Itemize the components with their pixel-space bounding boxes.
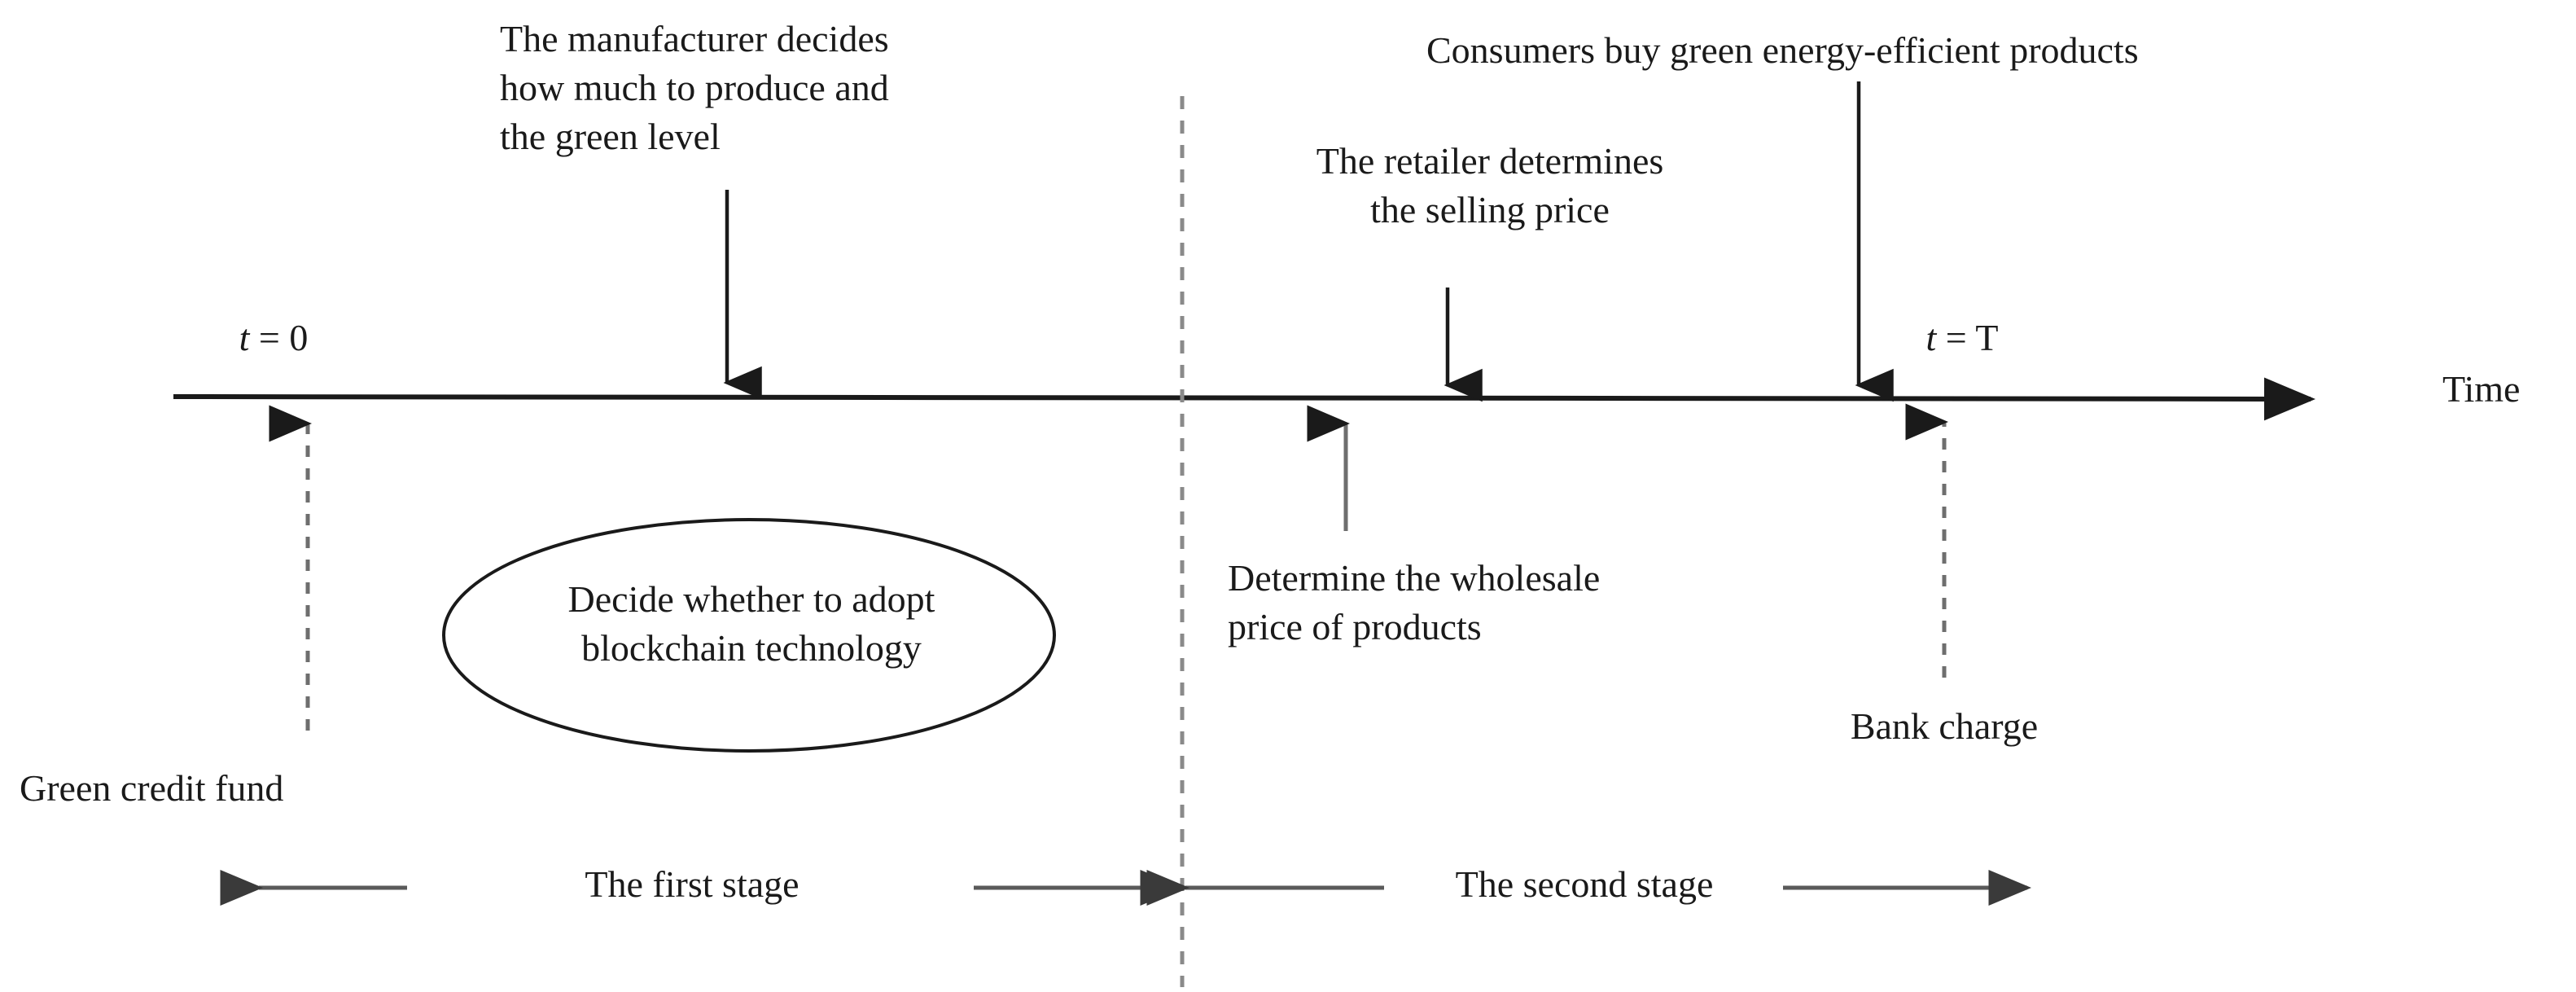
- time-marker-tT-text: t: [1925, 317, 1937, 358]
- time-axis-label: Time: [2442, 368, 2521, 410]
- event-label-green-credit-fund: Green credit fund: [20, 767, 284, 809]
- event-label-bank-charge: Bank charge: [1850, 705, 2039, 747]
- blockchain-decision-label: Decide whether to adopt blockchain techn…: [567, 578, 935, 669]
- time-axis-line: [173, 377, 2315, 421]
- event-label-consumers: Consumers buy green energy-efficient pro…: [1426, 29, 2139, 71]
- time-axis: [173, 377, 2315, 421]
- time-marker-t0: t = 0: [192, 314, 355, 362]
- event-label-retailer: The retailer determines the selling pric…: [1316, 140, 1664, 230]
- event-label-manufacturer: The manufacturer decides how much to pro…: [500, 18, 889, 157]
- time-marker-t0-rest: = 0: [249, 317, 309, 358]
- stage-label-first: The first stage: [585, 863, 800, 905]
- event-label-wholesale-price: Determine the wholesale price of product…: [1228, 557, 1601, 647]
- time-marker-tT: t = T: [1881, 314, 2044, 362]
- blockchain-decision-ellipse: [442, 518, 1056, 753]
- stage-label-second: The second stage: [1455, 863, 1714, 905]
- time-marker-tT-rest: = T: [1936, 317, 1999, 358]
- time-marker-t0-text: t: [239, 317, 250, 358]
